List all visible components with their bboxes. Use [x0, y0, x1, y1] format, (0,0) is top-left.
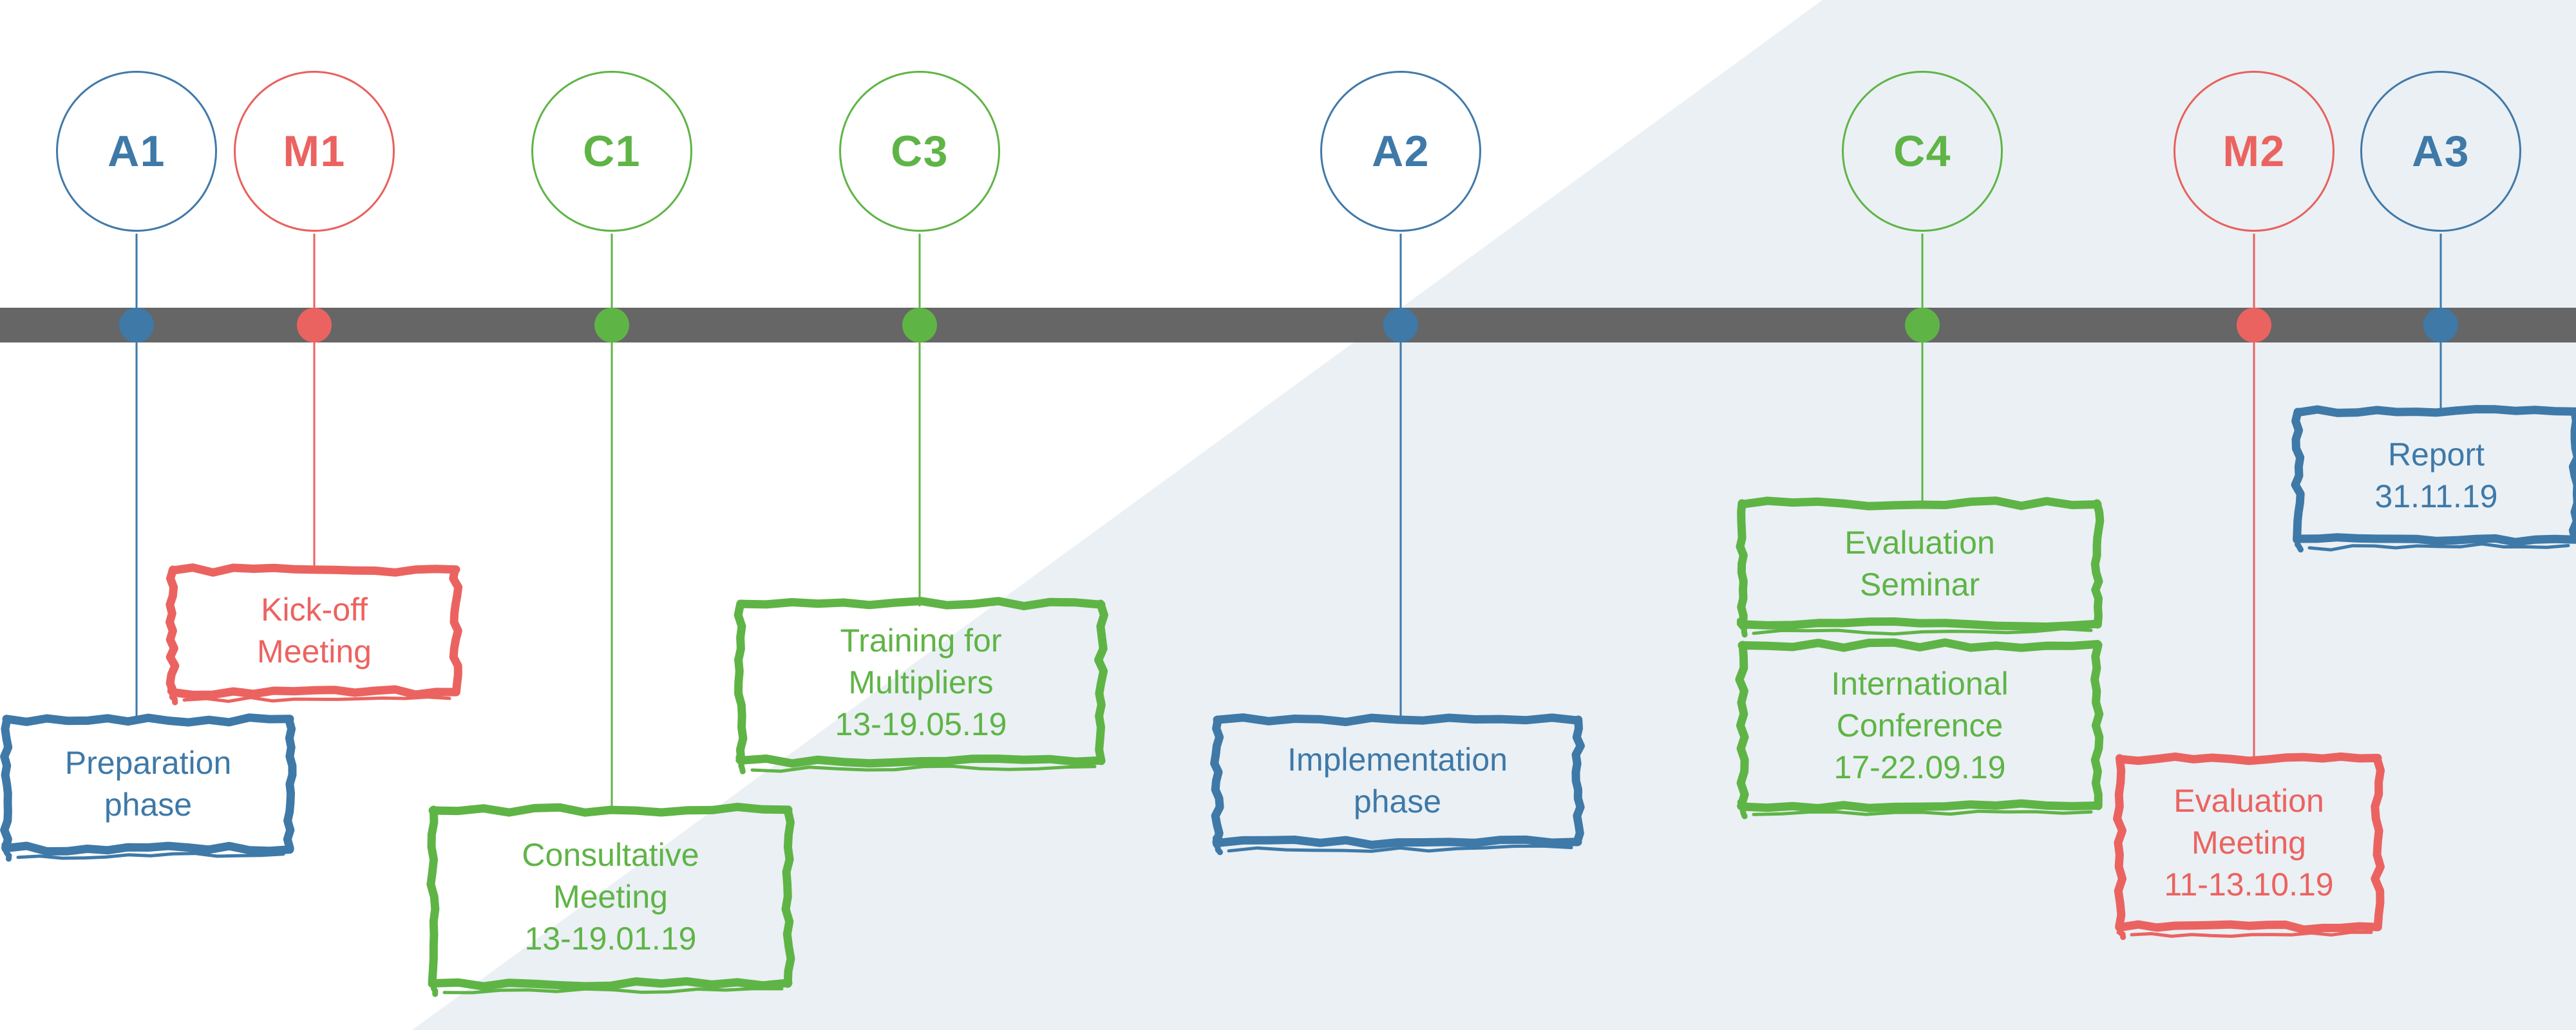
card-line-international-conference-0: International [1831, 665, 2009, 702]
milestone-circle-C1[interactable]: C1 [531, 71, 692, 232]
timeline-dot-A3[interactable] [2423, 308, 2458, 342]
milestone-label-M2: M2 [2222, 127, 2286, 176]
timeline-dot-A1[interactable] [119, 308, 154, 342]
timeline-dot-M1[interactable] [297, 308, 332, 342]
card-line-evaluation-meeting-0: Evaluation [2174, 782, 2324, 819]
card-line-kick-off-meeting-1: Meeting [257, 633, 372, 670]
timeline-bar [0, 308, 2576, 342]
milestone-label-A1: A1 [108, 127, 166, 176]
timeline-dot-A2[interactable] [1383, 308, 1418, 342]
card-line-training-for-multipliers-1: Multipliers [848, 664, 994, 700]
card-line-international-conference-2: 17-22.09.19 [1833, 749, 2006, 785]
milestone-label-M1: M1 [283, 127, 346, 176]
card-line-implementation-phase-1: phase [1353, 783, 1442, 819]
card-line-consultative-meeting-1: Meeting [553, 878, 668, 915]
milestone-circle-C3[interactable]: C3 [839, 71, 1000, 232]
milestone-circle-M2[interactable]: M2 [2174, 71, 2334, 232]
card-preparation-phase[interactable]: Preparation phase [6, 720, 290, 848]
card-line-international-conference-1: Conference [1836, 707, 2003, 744]
timeline-dot-C3[interactable] [902, 308, 937, 342]
card-line-consultative-meeting-2: 13-19.01.19 [524, 920, 697, 957]
card-line-implementation-phase-0: Implementation [1287, 742, 1508, 778]
card-line-evaluation-meeting-1: Meeting [2192, 824, 2306, 861]
timeline-dot-C4[interactable] [1905, 308, 1940, 342]
milestone-circle-A3[interactable]: A3 [2360, 71, 2521, 232]
card-line-evaluation-seminar-1: Seminar [1859, 566, 1980, 603]
card-line-report-0: Report [2387, 436, 2485, 473]
card-line-consultative-meeting-0: Consultative [522, 836, 699, 873]
milestone-label-C4: C4 [1893, 127, 1951, 176]
milestone-circle-A2[interactable]: A2 [1320, 71, 1481, 232]
milestone-label-C1: C1 [583, 127, 641, 176]
card-line-preparation-phase-0: Preparation [64, 745, 232, 781]
card-line-evaluation-seminar-0: Evaluation [1844, 525, 1995, 561]
timeline-dot-M2[interactable] [2237, 308, 2271, 342]
card-line-kick-off-meeting-0: Kick-off [261, 592, 368, 628]
card-line-training-for-multipliers-2: 13-19.05.19 [835, 706, 1007, 742]
milestone-circle-M1[interactable]: M1 [234, 71, 395, 232]
card-line-report-1: 31.11.19 [2374, 478, 2498, 514]
milestone-circle-A1[interactable]: A1 [56, 71, 217, 232]
card-line-evaluation-meeting-2: 11-13.10.19 [2164, 866, 2334, 903]
milestone-label-A3: A3 [2412, 127, 2470, 176]
timeline-dot-C1[interactable] [594, 308, 629, 342]
milestone-label-C3: C3 [891, 127, 949, 176]
milestone-circle-C4[interactable]: C4 [1842, 71, 2003, 232]
milestone-label-A2: A2 [1372, 127, 1430, 176]
card-report[interactable]: Report 31.11.19 [2298, 412, 2575, 539]
card-line-preparation-phase-1: phase [104, 787, 193, 823]
card-implementation-phase[interactable]: Implementation phase [1217, 720, 1578, 842]
card-line-training-for-multipliers-0: Training for [840, 622, 1002, 659]
